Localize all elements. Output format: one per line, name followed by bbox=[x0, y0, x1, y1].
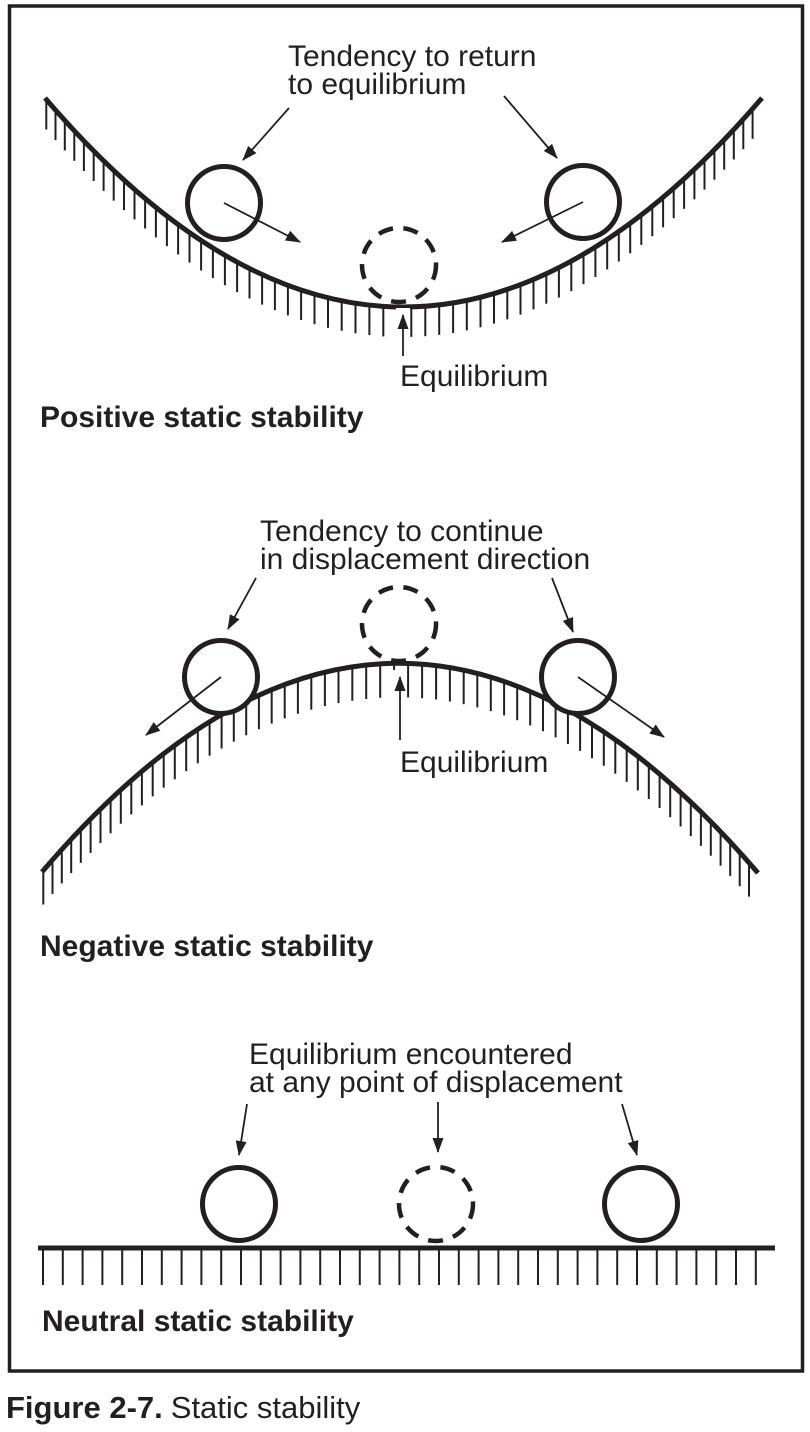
annotation-line1: Tendency to return bbox=[288, 40, 536, 73]
ball-left bbox=[200, 1165, 278, 1243]
panel-caption: Negative static stability bbox=[40, 930, 374, 963]
label-to-left-ball-arrow bbox=[242, 107, 290, 161]
annotation-line2: in displacement direction bbox=[260, 543, 590, 576]
label-to-left-ball-arrow bbox=[235, 1103, 248, 1156]
panel-caption: Positive static stability bbox=[40, 401, 364, 434]
label-to-right-ball-arrow bbox=[503, 95, 558, 159]
annotation-line2: at any point of displacement bbox=[249, 1066, 623, 1099]
figure-number: Figure 2-7. bbox=[6, 1390, 163, 1425]
annotation-line1: Tendency to continue bbox=[260, 515, 544, 548]
hill-surface-hatching bbox=[42, 664, 750, 905]
panel-neutral-static-stability: Equilibrium encountered at any point of … bbox=[38, 1038, 775, 1338]
valley-surface-hatching bbox=[45, 100, 754, 337]
right-ball-return-arrow bbox=[501, 201, 584, 243]
figure-title: Static stability bbox=[171, 1390, 361, 1425]
label-to-left-ball-arrow bbox=[227, 577, 257, 630]
ball-equilibrium-dashed bbox=[359, 584, 439, 664]
valley-surface-curve bbox=[43, 96, 764, 310]
label-to-right-ball-arrow bbox=[621, 1103, 639, 1156]
ball-equilibrium-dashed bbox=[359, 225, 439, 305]
equilibrium-label: Equilibrium bbox=[400, 360, 548, 393]
annotation-line2: to equilibrium bbox=[288, 68, 466, 101]
right-ball-departure-arrow bbox=[577, 676, 665, 738]
ball-right bbox=[602, 1165, 680, 1243]
equilibrium-label: Equilibrium bbox=[400, 746, 548, 779]
annotation-line1: Equilibrium encountered bbox=[249, 1038, 573, 1071]
left-ball-departure-arrow bbox=[145, 676, 222, 736]
panel-positive-static-stability: Tendency to return to equilibrium Equili… bbox=[40, 40, 764, 434]
flat-surface-hatching bbox=[42, 1249, 757, 1285]
panel-caption: Neutral static stability bbox=[42, 1305, 354, 1338]
left-ball-return-arrow bbox=[223, 202, 301, 243]
figure-border bbox=[7, 4, 805, 1373]
ball-equilibrium-dashed bbox=[396, 1164, 476, 1244]
label-to-right-ball-arrow bbox=[551, 577, 574, 633]
figure-caption: Figure 2-7.Static stability bbox=[6, 1390, 361, 1425]
panel-negative-static-stability: Tendency to continue in displacement dir… bbox=[40, 515, 760, 963]
